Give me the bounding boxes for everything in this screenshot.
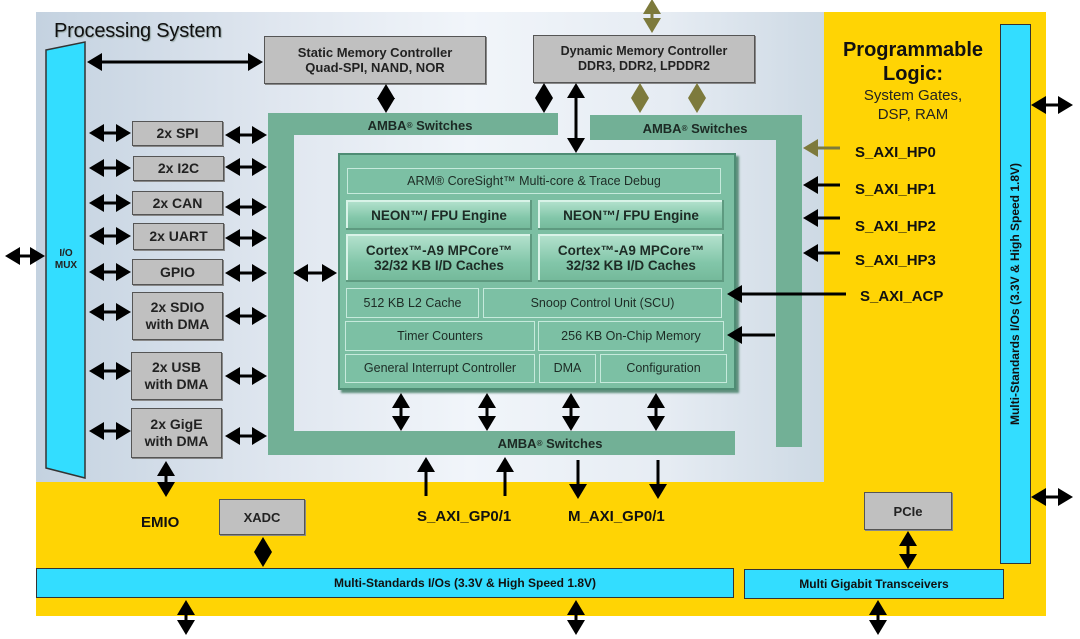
amba-switches-left-bar: [268, 113, 294, 455]
amba-switches-top-left[interactable]: [268, 113, 558, 135]
peripheral-gpio[interactable]: GPIO: [132, 259, 223, 285]
amba-label-top-right: AMBA® Switches: [642, 120, 748, 136]
emio-label: EMIO: [141, 514, 180, 531]
peripheral-can[interactable]: 2x CAN: [132, 191, 223, 215]
amba-switches-top-right[interactable]: [590, 115, 802, 140]
port-s-axi-acp: S_AXI_ACP: [860, 288, 944, 305]
snoop-control-unit[interactable]: Snoop Control Unit (SCU): [483, 288, 722, 318]
on-chip-memory[interactable]: 256 KB On-Chip Memory: [538, 321, 724, 351]
peripheral-label: 2x SPI: [156, 125, 199, 141]
io-mux-label: I/O MUX: [54, 248, 78, 271]
configuration-block[interactable]: Configuration: [600, 354, 727, 383]
peripheral-label: 2x GigE: [150, 416, 203, 432]
peripheral-uart[interactable]: 2x UART: [133, 223, 224, 250]
processing-system-title: Processing System: [54, 20, 222, 42]
cortex-right-line2: 32/32 KB I/D Caches: [566, 258, 696, 273]
cortex-right-line1: Cortex™-A9 MPCore™: [557, 243, 705, 258]
peripheral-label: GPIO: [159, 263, 195, 280]
amba-switches-right-bar: [776, 115, 802, 447]
programmable-logic-title: Programmable Logic: System Gates, DSP, R…: [842, 39, 984, 123]
multi-standards-io-bottom[interactable]: Multi-Standards I/Os (3.3V & High Speed …: [36, 568, 734, 598]
peripheral-sublabel: with DMA: [144, 376, 209, 392]
multi-gigabit-transceivers[interactable]: Multi Gigabit Transceivers: [744, 569, 1004, 599]
amba-switches-bottom[interactable]: [268, 431, 735, 455]
peripheral-label: 2x UART: [149, 228, 208, 244]
general-interrupt-controller[interactable]: General Interrupt Controller: [345, 354, 535, 383]
peripheral-label: 2x USB: [151, 359, 201, 375]
timer-counters[interactable]: Timer Counters: [345, 321, 535, 351]
dynamic-memory-controller[interactable]: Dynamic Memory Controller DDR3, DDR2, LP…: [533, 35, 755, 83]
xadc-block[interactable]: XADC: [219, 499, 305, 535]
coresight-debug[interactable]: ARM® CoreSight™ Multi-core & Trace Debug: [347, 168, 721, 194]
multi-standards-io-right[interactable]: Multi-Standards I/Os (3.3V & High Speed …: [1000, 24, 1031, 564]
peripheral-label: 2x I2C: [157, 160, 200, 176]
pcie-block[interactable]: PCIe: [864, 492, 952, 530]
port-s-axi-gp: S_AXI_GP0/1: [417, 508, 512, 525]
amba-label-top-left: AMBA® Switches: [367, 117, 473, 133]
cortex-left-line1: Cortex™-A9 MPCore™: [365, 243, 513, 258]
peripheral-sublabel: with DMA: [145, 316, 210, 332]
l2-cache[interactable]: 512 KB L2 Cache: [346, 288, 479, 318]
neon-fpu-engine-right[interactable]: NEON™/ FPU Engine: [538, 200, 724, 230]
peripheral-i2c[interactable]: 2x I2C: [133, 156, 224, 181]
neon-fpu-engine-left[interactable]: NEON™/ FPU Engine: [346, 200, 532, 230]
port-s-axi-hp2: S_AXI_HP2: [855, 218, 936, 235]
cortex-left-line2: 32/32 KB I/D Caches: [374, 258, 504, 273]
port-m-axi-gp: M_AXI_GP0/1: [568, 508, 665, 525]
port-s-axi-hp1: S_AXI_HP1: [855, 181, 936, 198]
io-mux-block[interactable]: [44, 40, 88, 480]
peripheral-spi[interactable]: 2x SPI: [132, 121, 223, 146]
dynamic-mem-line2: DDR3, DDR2, LPDDR2: [578, 59, 710, 73]
port-s-axi-hp3: S_AXI_HP3: [855, 252, 936, 269]
port-s-axi-hp0: S_AXI_HP0: [855, 144, 936, 161]
peripheral-sublabel: with DMA: [144, 433, 209, 449]
dma-controller[interactable]: DMA: [539, 354, 596, 383]
static-mem-line1: Static Memory Controller: [297, 45, 453, 60]
static-memory-controller[interactable]: Static Memory Controller Quad-SPI, NAND,…: [264, 36, 486, 84]
static-mem-line2: Quad-SPI, NAND, NOR: [305, 60, 445, 75]
amba-label-bottom: AMBA® Switches: [497, 435, 603, 451]
dynamic-mem-line1: Dynamic Memory Controller: [560, 44, 728, 58]
peripheral-label: 2x CAN: [152, 194, 203, 211]
peripheral-label: 2x SDIO: [150, 299, 205, 315]
